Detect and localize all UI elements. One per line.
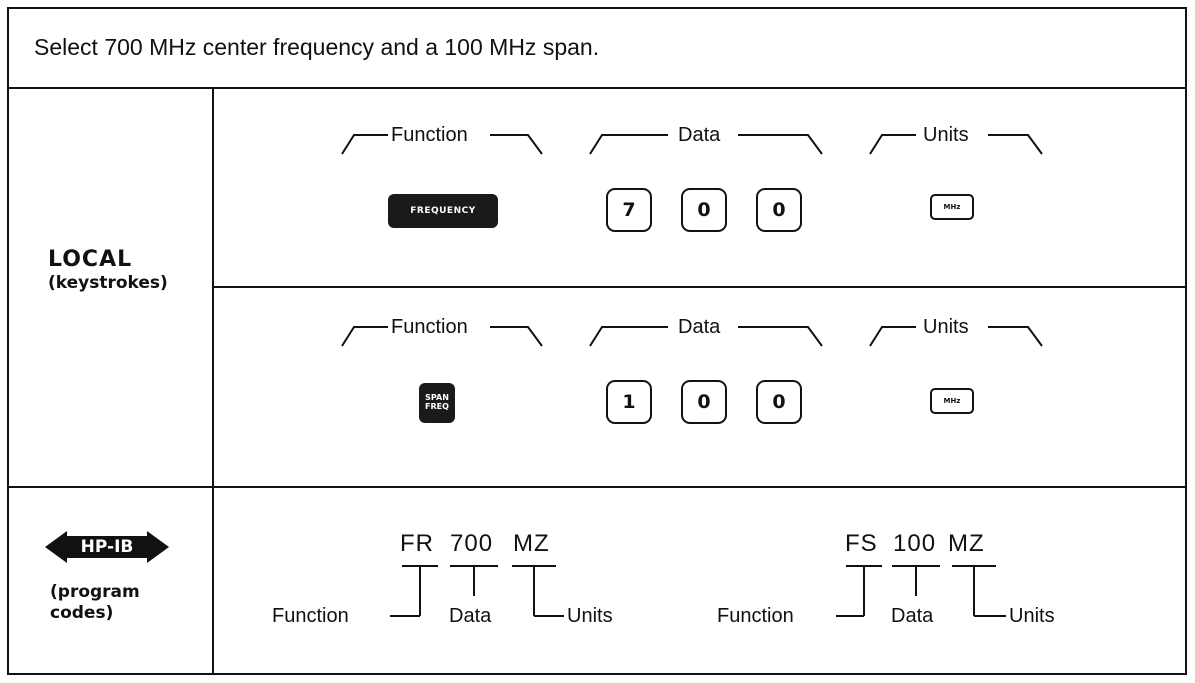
code-annotation-lines xyxy=(390,565,564,617)
code-units: MZ xyxy=(513,530,550,557)
hpib-arrow-icon xyxy=(45,531,169,563)
hpib-badge: HP-IB xyxy=(45,531,169,563)
program-subheading-line2: codes) xyxy=(50,603,114,624)
digit-key-label: 0 xyxy=(697,199,711,221)
code-function-label: Function xyxy=(717,605,794,627)
mhz-key[interactable]: MHz xyxy=(930,194,974,220)
code-function: FS xyxy=(845,530,878,557)
data-label: Data xyxy=(675,316,724,339)
divider-local-rows xyxy=(214,286,1187,288)
code-data-label: Data xyxy=(891,605,934,627)
divider-program xyxy=(7,486,1187,488)
frequency-key[interactable]: FREQUENCY xyxy=(388,194,498,228)
procedure-table xyxy=(7,7,1187,675)
span-freq-key-line1: SPAN xyxy=(425,393,449,403)
data-bracket: Data xyxy=(588,124,824,164)
local-heading: LOCAL xyxy=(48,247,133,272)
digit-key-label: 0 xyxy=(772,199,786,221)
data-bracket: Data xyxy=(588,316,824,356)
units-label: Units xyxy=(920,316,972,339)
code-function-label: Function xyxy=(272,605,349,627)
instruction-title: Select 700 MHz center frequency and a 10… xyxy=(34,34,600,60)
bracket-lines xyxy=(341,326,543,347)
data-label: Data xyxy=(675,124,724,147)
bracket-lines xyxy=(869,134,1043,155)
digit-key-label: 0 xyxy=(697,391,711,413)
code-data: 100 xyxy=(893,530,937,557)
digit-key-7[interactable]: 7 xyxy=(606,188,652,232)
code-data: 700 xyxy=(450,530,494,557)
bracket-lines xyxy=(341,134,543,155)
local-subheading: (keystrokes) xyxy=(48,273,168,293)
frequency-key-label: FREQUENCY xyxy=(410,206,476,216)
bracket-lines xyxy=(869,326,1043,347)
hpib-label: HP-IB xyxy=(80,537,134,557)
divider-title xyxy=(7,87,1187,89)
units-label: Units xyxy=(920,124,972,147)
function-label: Function xyxy=(388,124,471,147)
bracket-lines xyxy=(589,326,823,347)
digit-key-label: 7 xyxy=(622,199,636,221)
units-bracket: Units xyxy=(868,124,1044,164)
mhz-key-label: MHz xyxy=(943,397,961,405)
program-subheading: (program codes) xyxy=(50,582,190,625)
function-label: Function xyxy=(388,316,471,339)
code-function: FR xyxy=(400,530,434,557)
span-freq-key[interactable]: SPAN FREQ xyxy=(419,383,455,423)
digit-key-0[interactable]: 0 xyxy=(681,380,727,424)
units-bracket: Units xyxy=(868,316,1044,356)
digit-key-0[interactable]: 0 xyxy=(756,380,802,424)
code-units-label: Units xyxy=(1009,605,1055,627)
digit-key-0[interactable]: 0 xyxy=(756,188,802,232)
function-bracket: Function xyxy=(340,124,545,164)
code-annotation-lines xyxy=(836,565,1006,617)
code-units: MZ xyxy=(948,530,985,557)
digit-key-0[interactable]: 0 xyxy=(681,188,727,232)
span-freq-key-line2: FREQ xyxy=(425,402,449,411)
digit-key-label: 1 xyxy=(622,391,636,413)
code-units-label: Units xyxy=(567,605,613,627)
digit-key-label: 0 xyxy=(772,391,786,413)
program-subheading-line1: (program xyxy=(50,582,140,602)
divider-column xyxy=(212,87,214,675)
code-data-label: Data xyxy=(449,605,492,627)
digit-key-1[interactable]: 1 xyxy=(606,380,652,424)
function-bracket: Function xyxy=(340,316,545,356)
mhz-key[interactable]: MHz xyxy=(930,388,974,414)
bracket-lines xyxy=(589,134,823,155)
mhz-key-label: MHz xyxy=(943,203,961,211)
